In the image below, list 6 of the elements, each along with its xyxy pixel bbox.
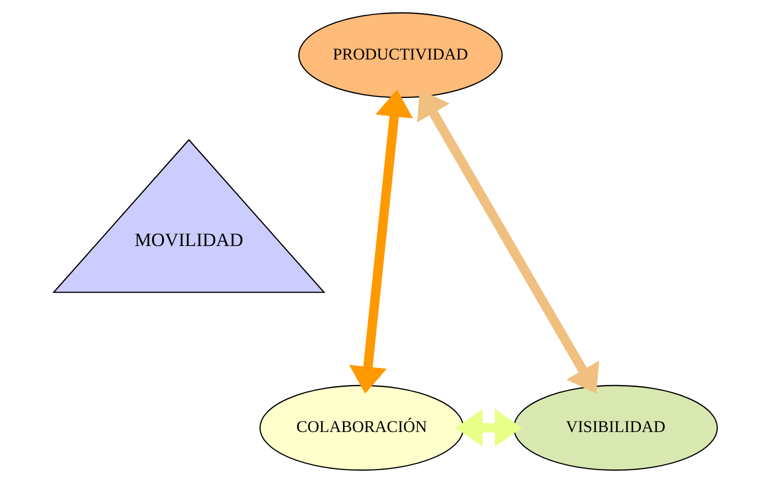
arrow [349,90,413,394]
node-ellipse: PRODUCTIVIDAD [298,12,503,98]
node-ellipse: VISIBILIDAD [513,384,718,471]
arrow [456,408,522,447]
node-ellipse: COLABORACIÓN [259,384,464,471]
arrow [417,90,600,394]
